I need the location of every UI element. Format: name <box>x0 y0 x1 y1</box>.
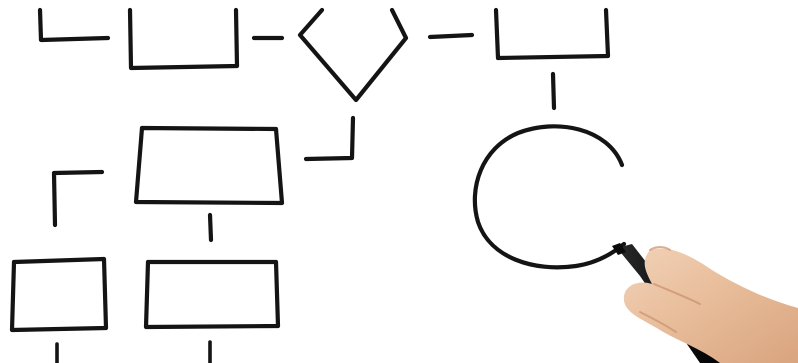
process-box-middle <box>133 125 285 206</box>
top-left-bracket-line <box>37 7 111 43</box>
knuckle-shading <box>639 311 677 333</box>
decision-diamond <box>297 7 409 103</box>
process-box-top-right <box>493 7 611 61</box>
process-box-bottom-left <box>9 256 109 333</box>
process-box-top-left <box>127 7 240 71</box>
connector-diamond-to-box <box>427 32 475 40</box>
connector-box-to-circle <box>550 71 557 111</box>
hand-with-marker <box>612 243 798 363</box>
process-box-bottom-middle <box>143 259 281 330</box>
marker-tip <box>612 243 626 255</box>
thumb-shading <box>653 283 701 305</box>
left-branch-elbow <box>51 169 105 228</box>
connector-diamond-down-elbow <box>303 115 356 162</box>
index-fingertip <box>649 246 671 251</box>
terminator-circle-partial <box>472 124 627 270</box>
connector-middle-to-bottom <box>207 212 214 243</box>
hand <box>623 248 798 363</box>
